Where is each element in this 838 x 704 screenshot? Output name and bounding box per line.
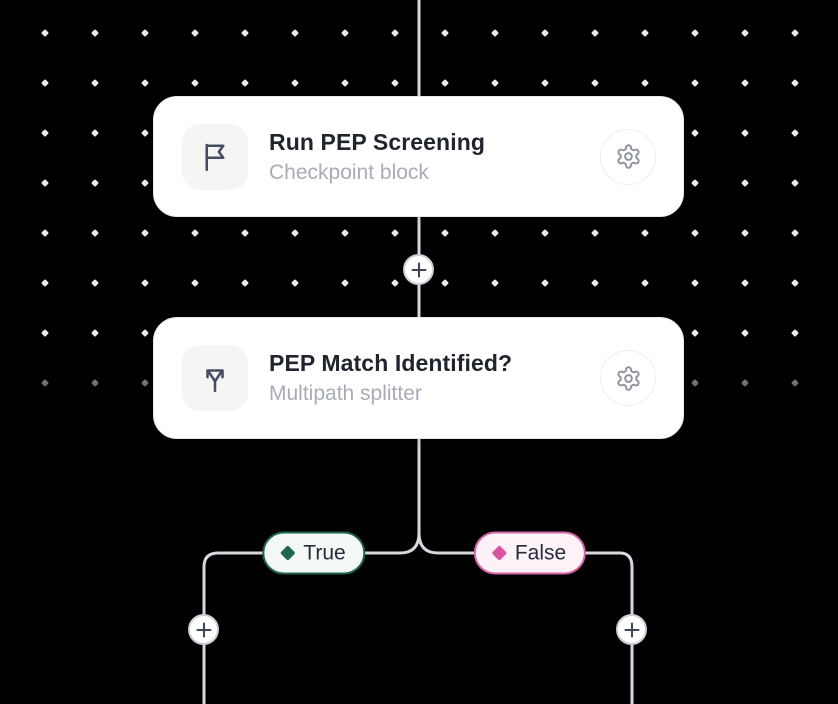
connector-branch-true: [202, 532, 421, 704]
node-title: PEP Match Identified?: [269, 350, 513, 376]
gear-icon: [616, 365, 640, 391]
node-subtitle: Multipath splitter: [269, 382, 422, 405]
node-settings-button[interactable]: [600, 350, 656, 406]
branch-label-true[interactable]: True: [262, 531, 366, 575]
add-step-button-false-branch[interactable]: [616, 614, 647, 645]
plus-icon: [410, 261, 427, 278]
flag-icon: [205, 143, 225, 171]
add-step-button-middle[interactable]: [403, 254, 434, 285]
node-pep-match-identified[interactable]: PEP Match Identified? Multipath splitter: [153, 317, 684, 439]
branch-label-text: True: [303, 541, 346, 565]
connector-branch-false: [417, 532, 634, 704]
plus-icon: [195, 621, 212, 638]
node-icon-tile: [182, 345, 248, 411]
branch-label-false[interactable]: False: [473, 531, 587, 575]
plus-icon: [623, 621, 640, 638]
node-run-pep-screening[interactable]: Run PEP Screening Checkpoint block: [153, 96, 684, 217]
diamond-icon: [280, 545, 296, 561]
split-icon: [206, 369, 224, 393]
node-icon-tile: [182, 123, 248, 190]
diamond-icon: [491, 545, 508, 561]
node-settings-button[interactable]: [600, 128, 656, 185]
node-subtitle: Checkpoint block: [269, 160, 429, 184]
add-step-button-true-branch[interactable]: [188, 614, 219, 645]
gear-icon: [616, 144, 640, 169]
node-title: Run PEP Screening: [269, 128, 485, 155]
branch-label-text: False: [514, 541, 567, 565]
